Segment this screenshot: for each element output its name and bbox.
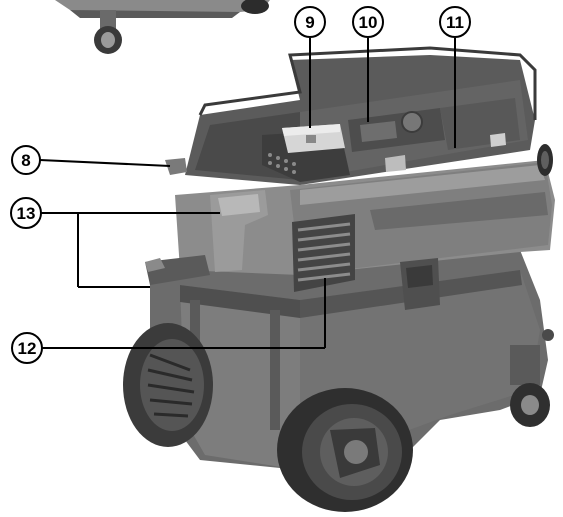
vent-grille xyxy=(292,214,355,292)
front-caster-wheel xyxy=(510,329,554,427)
grip-dots xyxy=(268,153,296,174)
front-latch xyxy=(400,258,440,310)
callout-13: 13 xyxy=(10,197,220,288)
svg-text:13: 13 xyxy=(17,204,36,223)
callout-10: 10 xyxy=(352,6,384,122)
svg-text:11: 11 xyxy=(446,13,464,32)
svg-text:8: 8 xyxy=(21,151,30,170)
front-wheel xyxy=(277,388,413,512)
svg-text:12: 12 xyxy=(18,339,37,358)
svg-text:9: 9 xyxy=(305,13,314,32)
callout-12: 12 xyxy=(11,278,326,364)
callout-8: 8 xyxy=(11,145,171,175)
hose-port xyxy=(537,144,553,176)
svg-text:10: 10 xyxy=(359,13,378,32)
callout-11: 11 xyxy=(439,6,471,148)
cropped-device-top-left xyxy=(55,0,270,54)
caster-wheel-top xyxy=(94,10,122,54)
side-handle xyxy=(145,190,268,285)
top-button-module xyxy=(262,124,350,182)
callout-9: 9 xyxy=(294,6,326,128)
rear-left-wheel xyxy=(123,323,213,447)
top-storage-recess xyxy=(348,108,445,152)
vacuum-main-body xyxy=(145,46,555,470)
